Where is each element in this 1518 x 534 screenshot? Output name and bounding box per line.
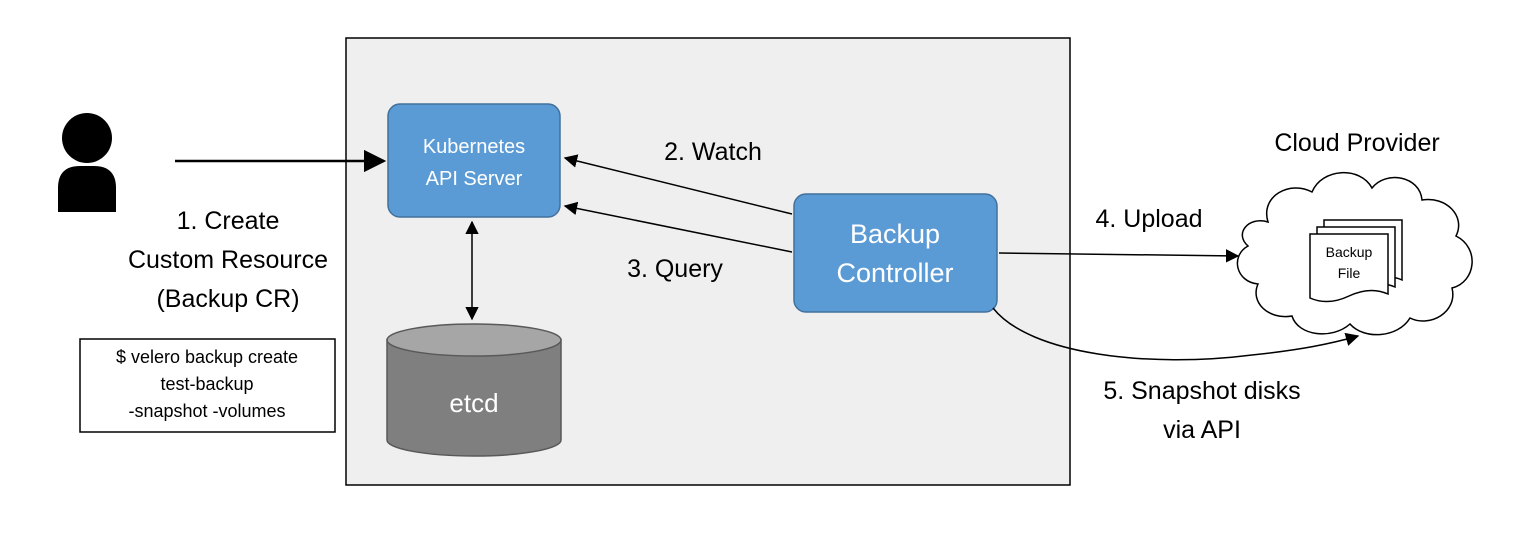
step1-label-line1: 1. Create xyxy=(177,207,280,235)
upload-label: 4. Upload xyxy=(1095,205,1202,233)
etcd-cylinder xyxy=(386,323,562,457)
api-server-line2: API Server xyxy=(426,168,523,190)
step1-label-line3: (Backup CR) xyxy=(156,285,299,313)
controller-line2: Controller xyxy=(836,258,953,288)
query-arrow xyxy=(563,201,793,253)
command-line2: test-backup xyxy=(160,374,253,394)
step1-label-line2: Custom Resource xyxy=(128,246,328,274)
controller-line1: Backup xyxy=(850,219,940,249)
backup-file-line1: Backup xyxy=(1326,244,1373,260)
upload-arrow xyxy=(998,249,1240,263)
api-server-line1: Kubernetes xyxy=(423,136,525,158)
snapshot-label-line1: 5. Snapshot disks xyxy=(1103,377,1300,405)
watch-label: 2. Watch xyxy=(664,138,762,166)
command-line3: -snapshot -volumes xyxy=(128,401,285,421)
api-server-box xyxy=(387,103,561,218)
command-line1: $ velero backup create xyxy=(116,347,298,367)
backup-file-line2: File xyxy=(1338,265,1361,281)
snapshot-label-line2: via API xyxy=(1163,416,1241,444)
cloud-provider-title: Cloud Provider xyxy=(1274,129,1439,157)
backup-controller-box xyxy=(793,193,998,313)
command-box xyxy=(79,338,336,433)
backup-file-icon xyxy=(1309,219,1403,303)
user-icon xyxy=(58,113,116,212)
query-label: 3. Query xyxy=(627,255,723,283)
etcd-label: etcd xyxy=(449,388,498,418)
watch-arrow xyxy=(563,154,793,215)
snapshot-arrow xyxy=(992,307,1360,361)
